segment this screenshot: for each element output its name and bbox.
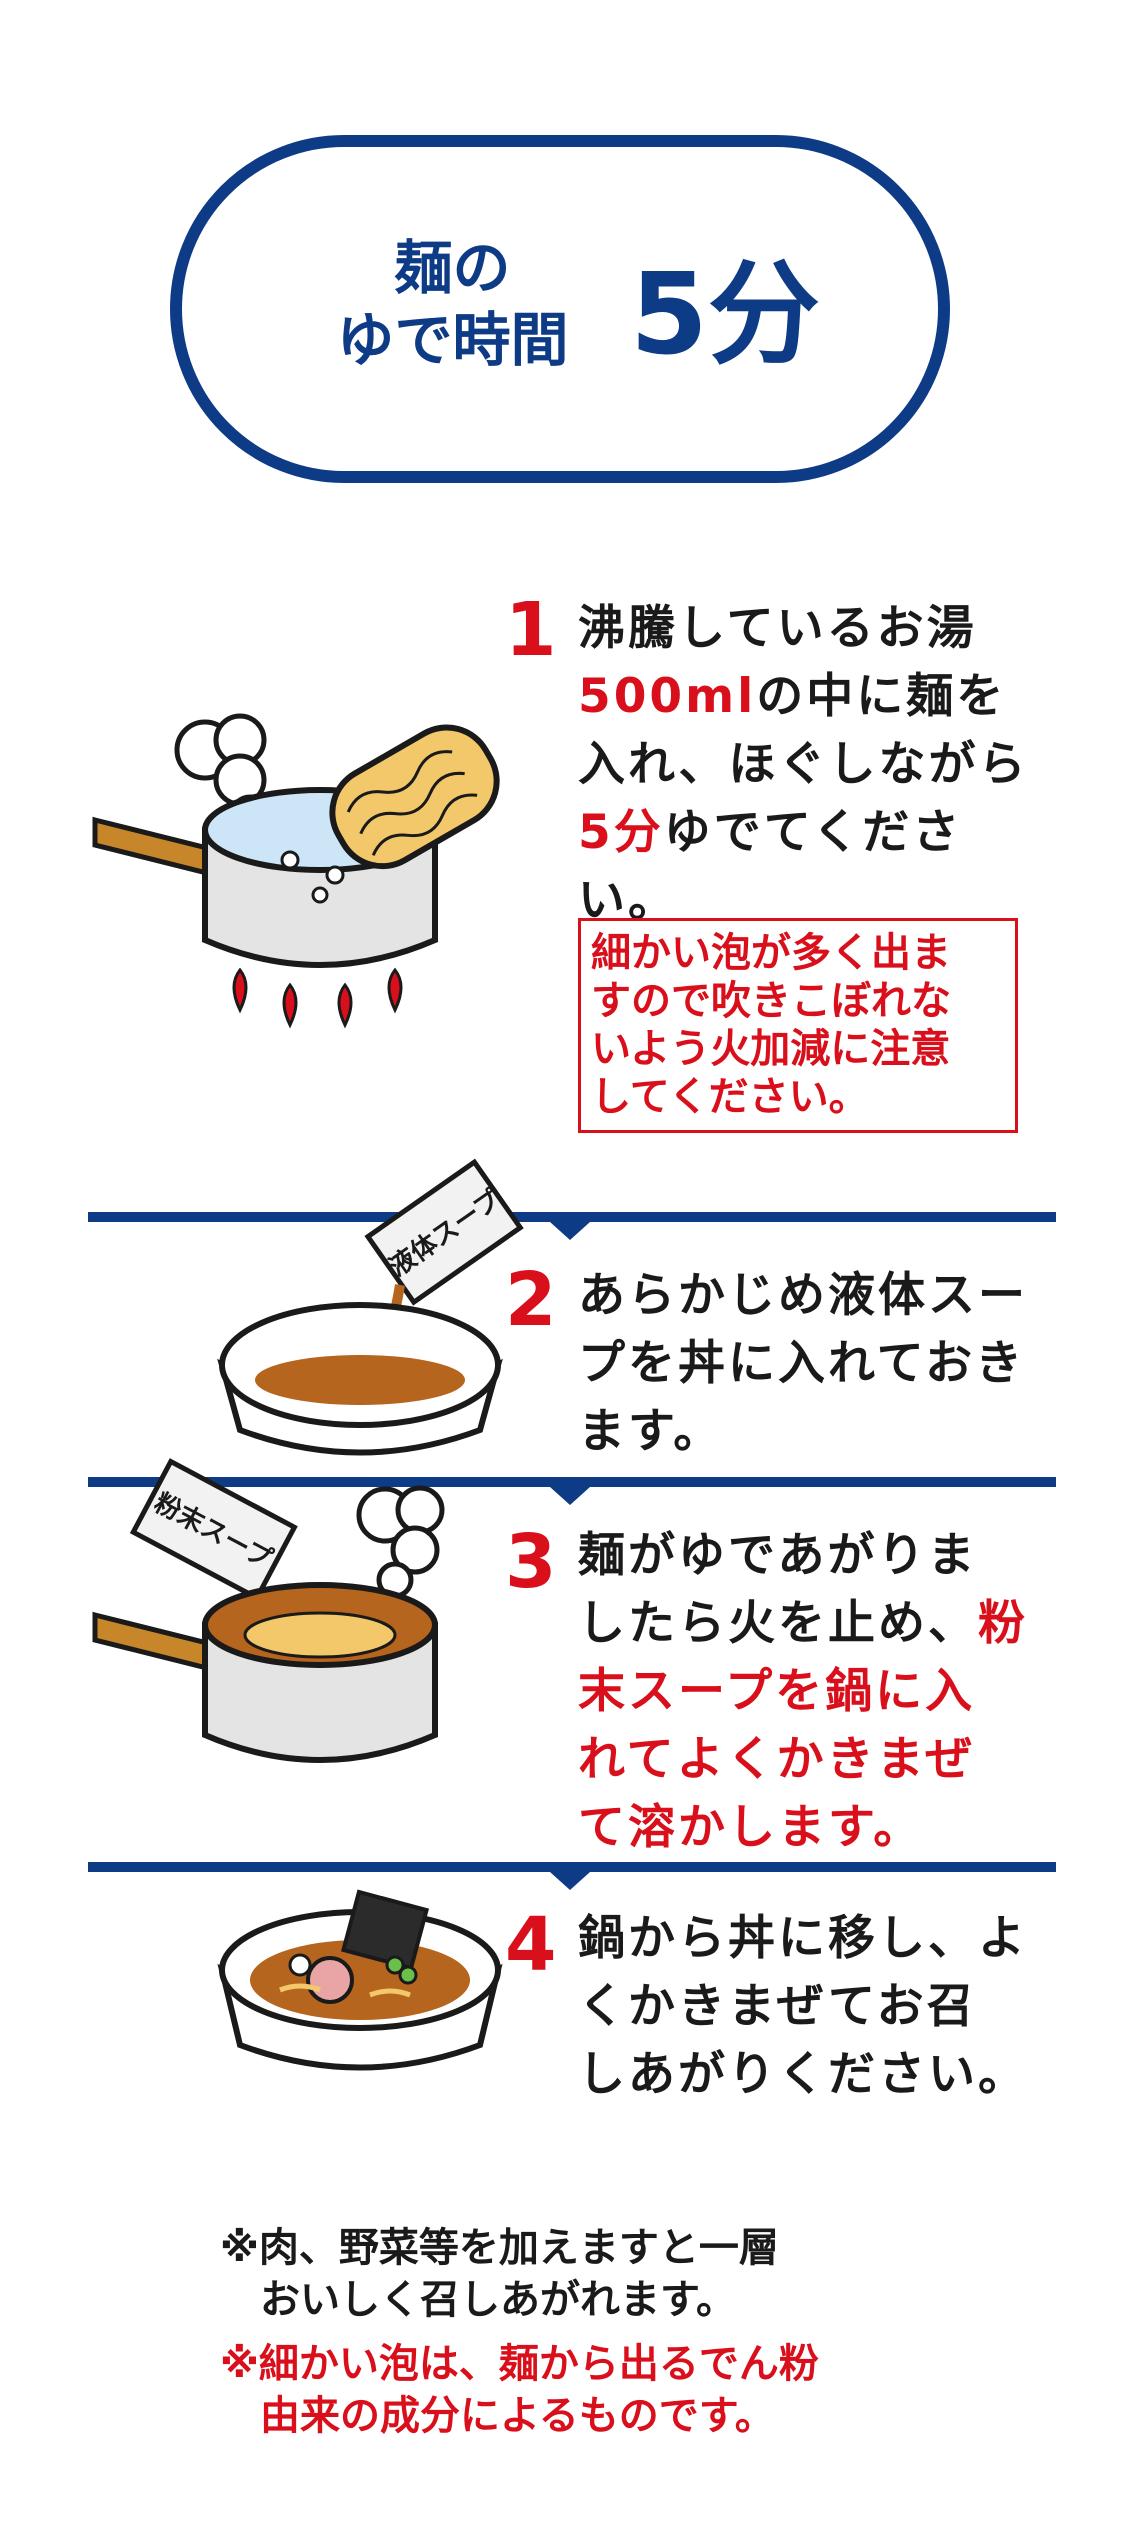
warning-line: 細かい泡が多く出ま <box>591 930 951 976</box>
chashu-icon <box>306 1956 354 2004</box>
note-line: ※細かい泡は、麺から出るでん粉 <box>220 2341 819 2387</box>
text-segment: 500ml <box>578 669 757 724</box>
step-text-line: 500mlの中に麺を <box>578 663 1048 731</box>
step-1-warning: 細かい泡が多く出ますので吹きこぼれないよう火加減に注意してください。 <box>578 918 1018 1133</box>
step-2-text: あらかじめ液体スープを丼に入れておきます。 <box>578 1262 1048 1466</box>
divider-notch <box>550 1222 590 1240</box>
bowl-liquid-soup-illustration: 液体スープ <box>217 1158 524 1456</box>
text-segment: 入れ、ほぐしながら <box>578 737 1029 792</box>
text-segment: て溶かします。 <box>578 1800 924 1855</box>
section-divider <box>88 1862 1056 1872</box>
step-3-number: 3 <box>505 1519 557 1605</box>
step-text-line: 末スープを鍋に入 <box>578 1658 1048 1726</box>
step-text-line: 鍋から丼に移し、よ <box>578 1905 1048 1973</box>
note-line: 由来の成分によるものです。 <box>260 2393 775 2439</box>
step-text-line: くかきまぜてお召 <box>578 1973 1048 2041</box>
section-divider <box>88 1212 1056 1222</box>
divider-notch <box>550 1487 590 1505</box>
step-text-line: プを丼に入れておき <box>578 1330 1048 1398</box>
pot-powder-soup-illustration: 粉末スープ <box>92 1458 445 1763</box>
note-foam-origin: ※細かい泡は、麺から出るでん粉由来の成分によるものです。 <box>220 2338 819 2442</box>
step-text-line: ます。 <box>578 1398 1048 1466</box>
text-segment: 鍋から丼に移し、よ <box>578 1911 1028 1966</box>
text-segment: れてよくかきまぜ <box>578 1732 976 1787</box>
step-text-line: 5分ゆでてくださ <box>578 799 1048 867</box>
text-segment: プを丼に入れておき <box>578 1336 1026 1391</box>
text-segment: くかきまぜてお召 <box>578 1979 977 2034</box>
step-1-number: 1 <box>505 587 557 673</box>
text-segment: 粉 <box>978 1596 1028 1651</box>
flame-icon <box>232 967 403 1029</box>
cook-time-label: 麺の ゆで時間 <box>310 232 595 376</box>
noodle-block-icon <box>329 724 500 870</box>
warning-line: いよう火加減に注意 <box>591 1026 951 1072</box>
text-segment: ます。 <box>578 1404 724 1459</box>
pot-boiling-illustration <box>92 713 500 1029</box>
note-line: おいしく召しあがれます。 <box>260 2277 736 2323</box>
text-segment: 末スープを鍋に入 <box>578 1664 976 1719</box>
step-text-line: あらかじめ液体スー <box>578 1262 1048 1330</box>
step-2-number: 2 <box>505 1257 557 1343</box>
text-segment: したら火を止め、 <box>578 1596 978 1651</box>
note-add-ingredients: ※肉、野菜等を加えますと一層おいしく召しあがれます。 <box>220 2222 779 2326</box>
step-text-line: 麺がゆであがりま <box>578 1522 1048 1590</box>
step-text-line: れてよくかきまぜ <box>578 1726 1048 1794</box>
naruto-icon <box>288 1953 312 1977</box>
step-text-line: 入れ、ほぐしながら <box>578 731 1048 799</box>
liquid-soup-packet-icon: 液体スープ <box>364 1158 524 1306</box>
text-segment: 沸騰しているお湯 <box>578 601 977 656</box>
note-line: ※肉、野菜等を加えますと一層 <box>220 2225 779 2271</box>
step-text-line: 沸騰しているお湯 <box>578 595 1048 663</box>
steam-icon <box>356 1485 445 1599</box>
warning-line: すので吹きこぼれな <box>591 978 951 1024</box>
text-segment: 5分 <box>578 805 664 860</box>
label-line-1: 麺の <box>394 234 511 302</box>
step-text-line: て溶かします。 <box>578 1794 1048 1862</box>
step-text-line: したら火を止め、粉 <box>578 1590 1048 1658</box>
powder-soup-packet-icon: 粉末スープ <box>129 1458 298 1602</box>
nori-icon <box>340 1889 430 1971</box>
divider-notch <box>550 1872 590 1890</box>
cook-time-value: 5分 <box>630 250 820 380</box>
warning-line: してください。 <box>591 1074 869 1120</box>
text-segment: ゆでてくださ <box>663 805 963 860</box>
step-text-line: しあがりください。 <box>578 2041 1048 2109</box>
label-line-2: ゆで時間 <box>336 306 569 374</box>
step-4-number: 4 <box>505 1902 557 1988</box>
step-3-text: 麺がゆであがりましたら火を止め、粉末スープを鍋に入れてよくかきまぜて溶かします。 <box>578 1522 1048 1862</box>
text-segment: しあがりください。 <box>578 2047 1028 2102</box>
ramen-bowl-illustration <box>217 1889 503 2071</box>
text-segment: 麺がゆであがりま <box>578 1528 978 1583</box>
steam-icon <box>174 713 271 836</box>
step-4-text: 鍋から丼に移し、よくかきまぜてお召しあがりください。 <box>578 1905 1048 2109</box>
section-divider <box>88 1477 1056 1487</box>
text-segment: の中に麺を <box>756 669 1007 724</box>
text-segment: あらかじめ液体スー <box>578 1268 1028 1323</box>
